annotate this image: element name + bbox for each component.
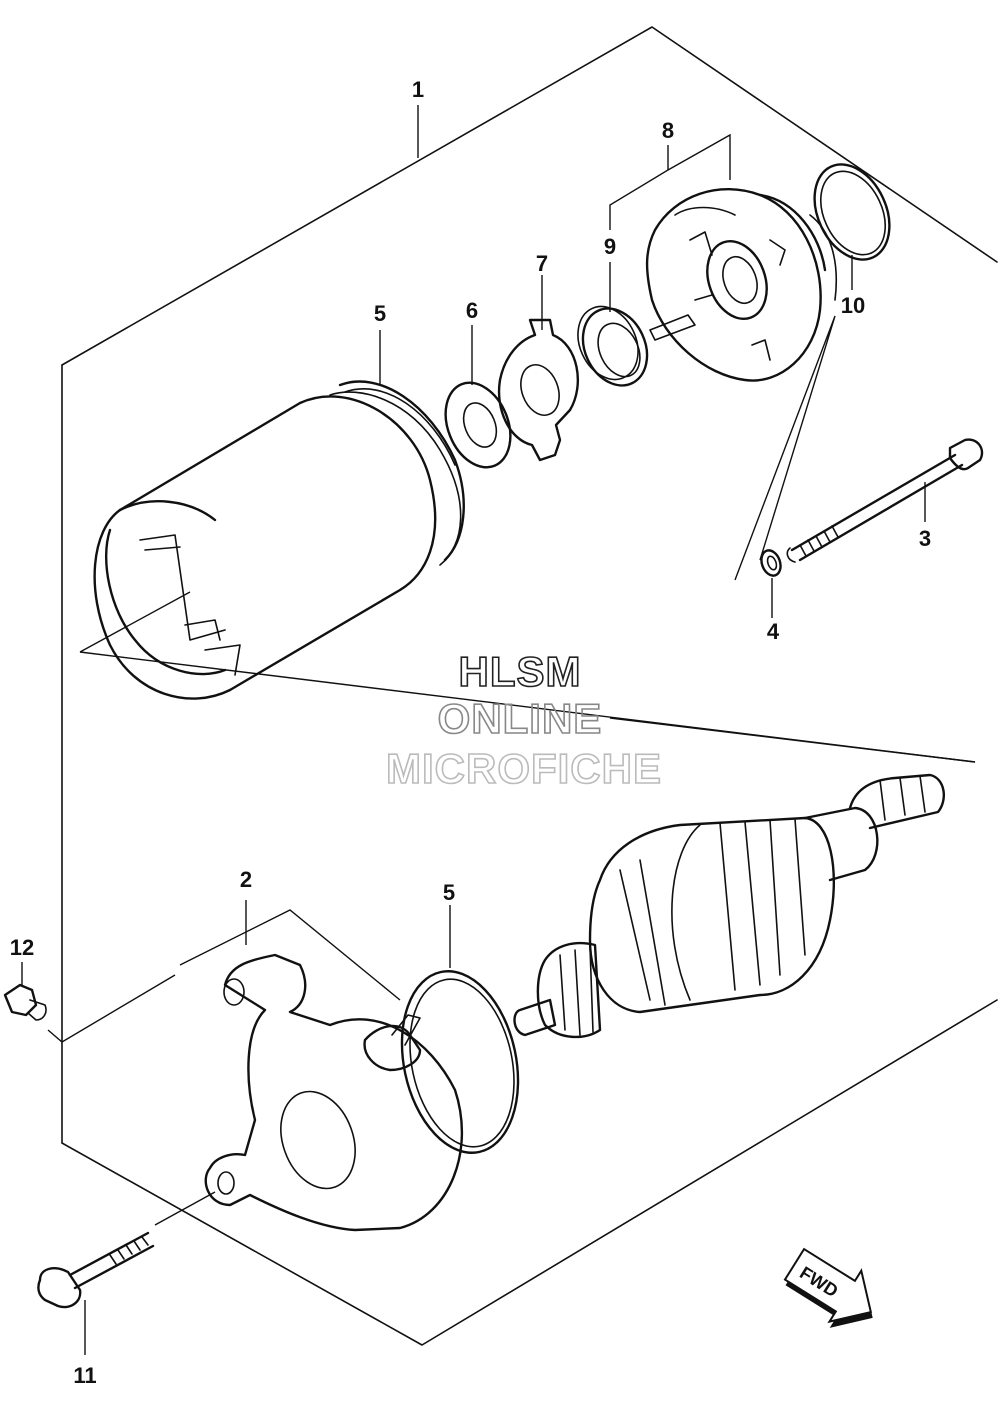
callout-leaders — [379, 105, 926, 968]
end-housing-part-8 — [645, 188, 838, 382]
callout-part-2: 2 — [240, 867, 252, 892]
yoke-housing — [93, 391, 462, 700]
callout-part-12: 12 — [10, 935, 34, 960]
fwd-direction-arrow: FWD — [783, 1247, 873, 1328]
callout-part-7: 7 — [536, 251, 548, 276]
oil-seal-part-9 — [577, 305, 649, 387]
callout-part-1: 1 — [412, 77, 424, 102]
watermark-line-1: HLSM — [459, 648, 582, 695]
watermark-line-2: ONLINE — [438, 695, 603, 742]
leader-part-4-triangle — [734, 315, 836, 581]
armature — [513, 773, 946, 1039]
through-bolt-part-3 — [786, 438, 984, 563]
o-ring-part-5-bottom — [400, 970, 520, 1154]
nut-part-12 — [3, 983, 47, 1021]
o-ring-part-5-top — [338, 380, 465, 562]
shaft-centerline-leader — [79, 591, 976, 763]
o-ring-part-10 — [813, 163, 891, 261]
washer-part-4 — [760, 549, 782, 577]
callout-part-9: 9 — [604, 234, 616, 259]
callout-part-4: 4 — [767, 619, 780, 644]
washer-part-6 — [444, 381, 512, 469]
callout-part-3: 3 — [919, 526, 931, 551]
callout-part-10: 10 — [841, 293, 865, 318]
leader-part-2-frame — [179, 909, 401, 1001]
watermark-line-3: MICROFICHE — [386, 745, 662, 792]
front-housing-part-2 — [204, 953, 464, 1232]
bolt-part-11 — [37, 1231, 155, 1309]
callout-part-8: 8 — [662, 118, 674, 143]
leader-part-12-dash — [47, 974, 176, 1043]
callout-part-11: 11 — [73, 1363, 96, 1388]
callout-part-5-bottom: 5 — [443, 880, 455, 905]
brush-plate-part-7 — [497, 318, 579, 462]
callout-part-6: 6 — [466, 298, 478, 323]
callout-part-5-top: 5 — [374, 301, 386, 326]
assembly-boundary-outline — [61, 26, 998, 1346]
leader-part-11-dash — [154, 1191, 216, 1226]
